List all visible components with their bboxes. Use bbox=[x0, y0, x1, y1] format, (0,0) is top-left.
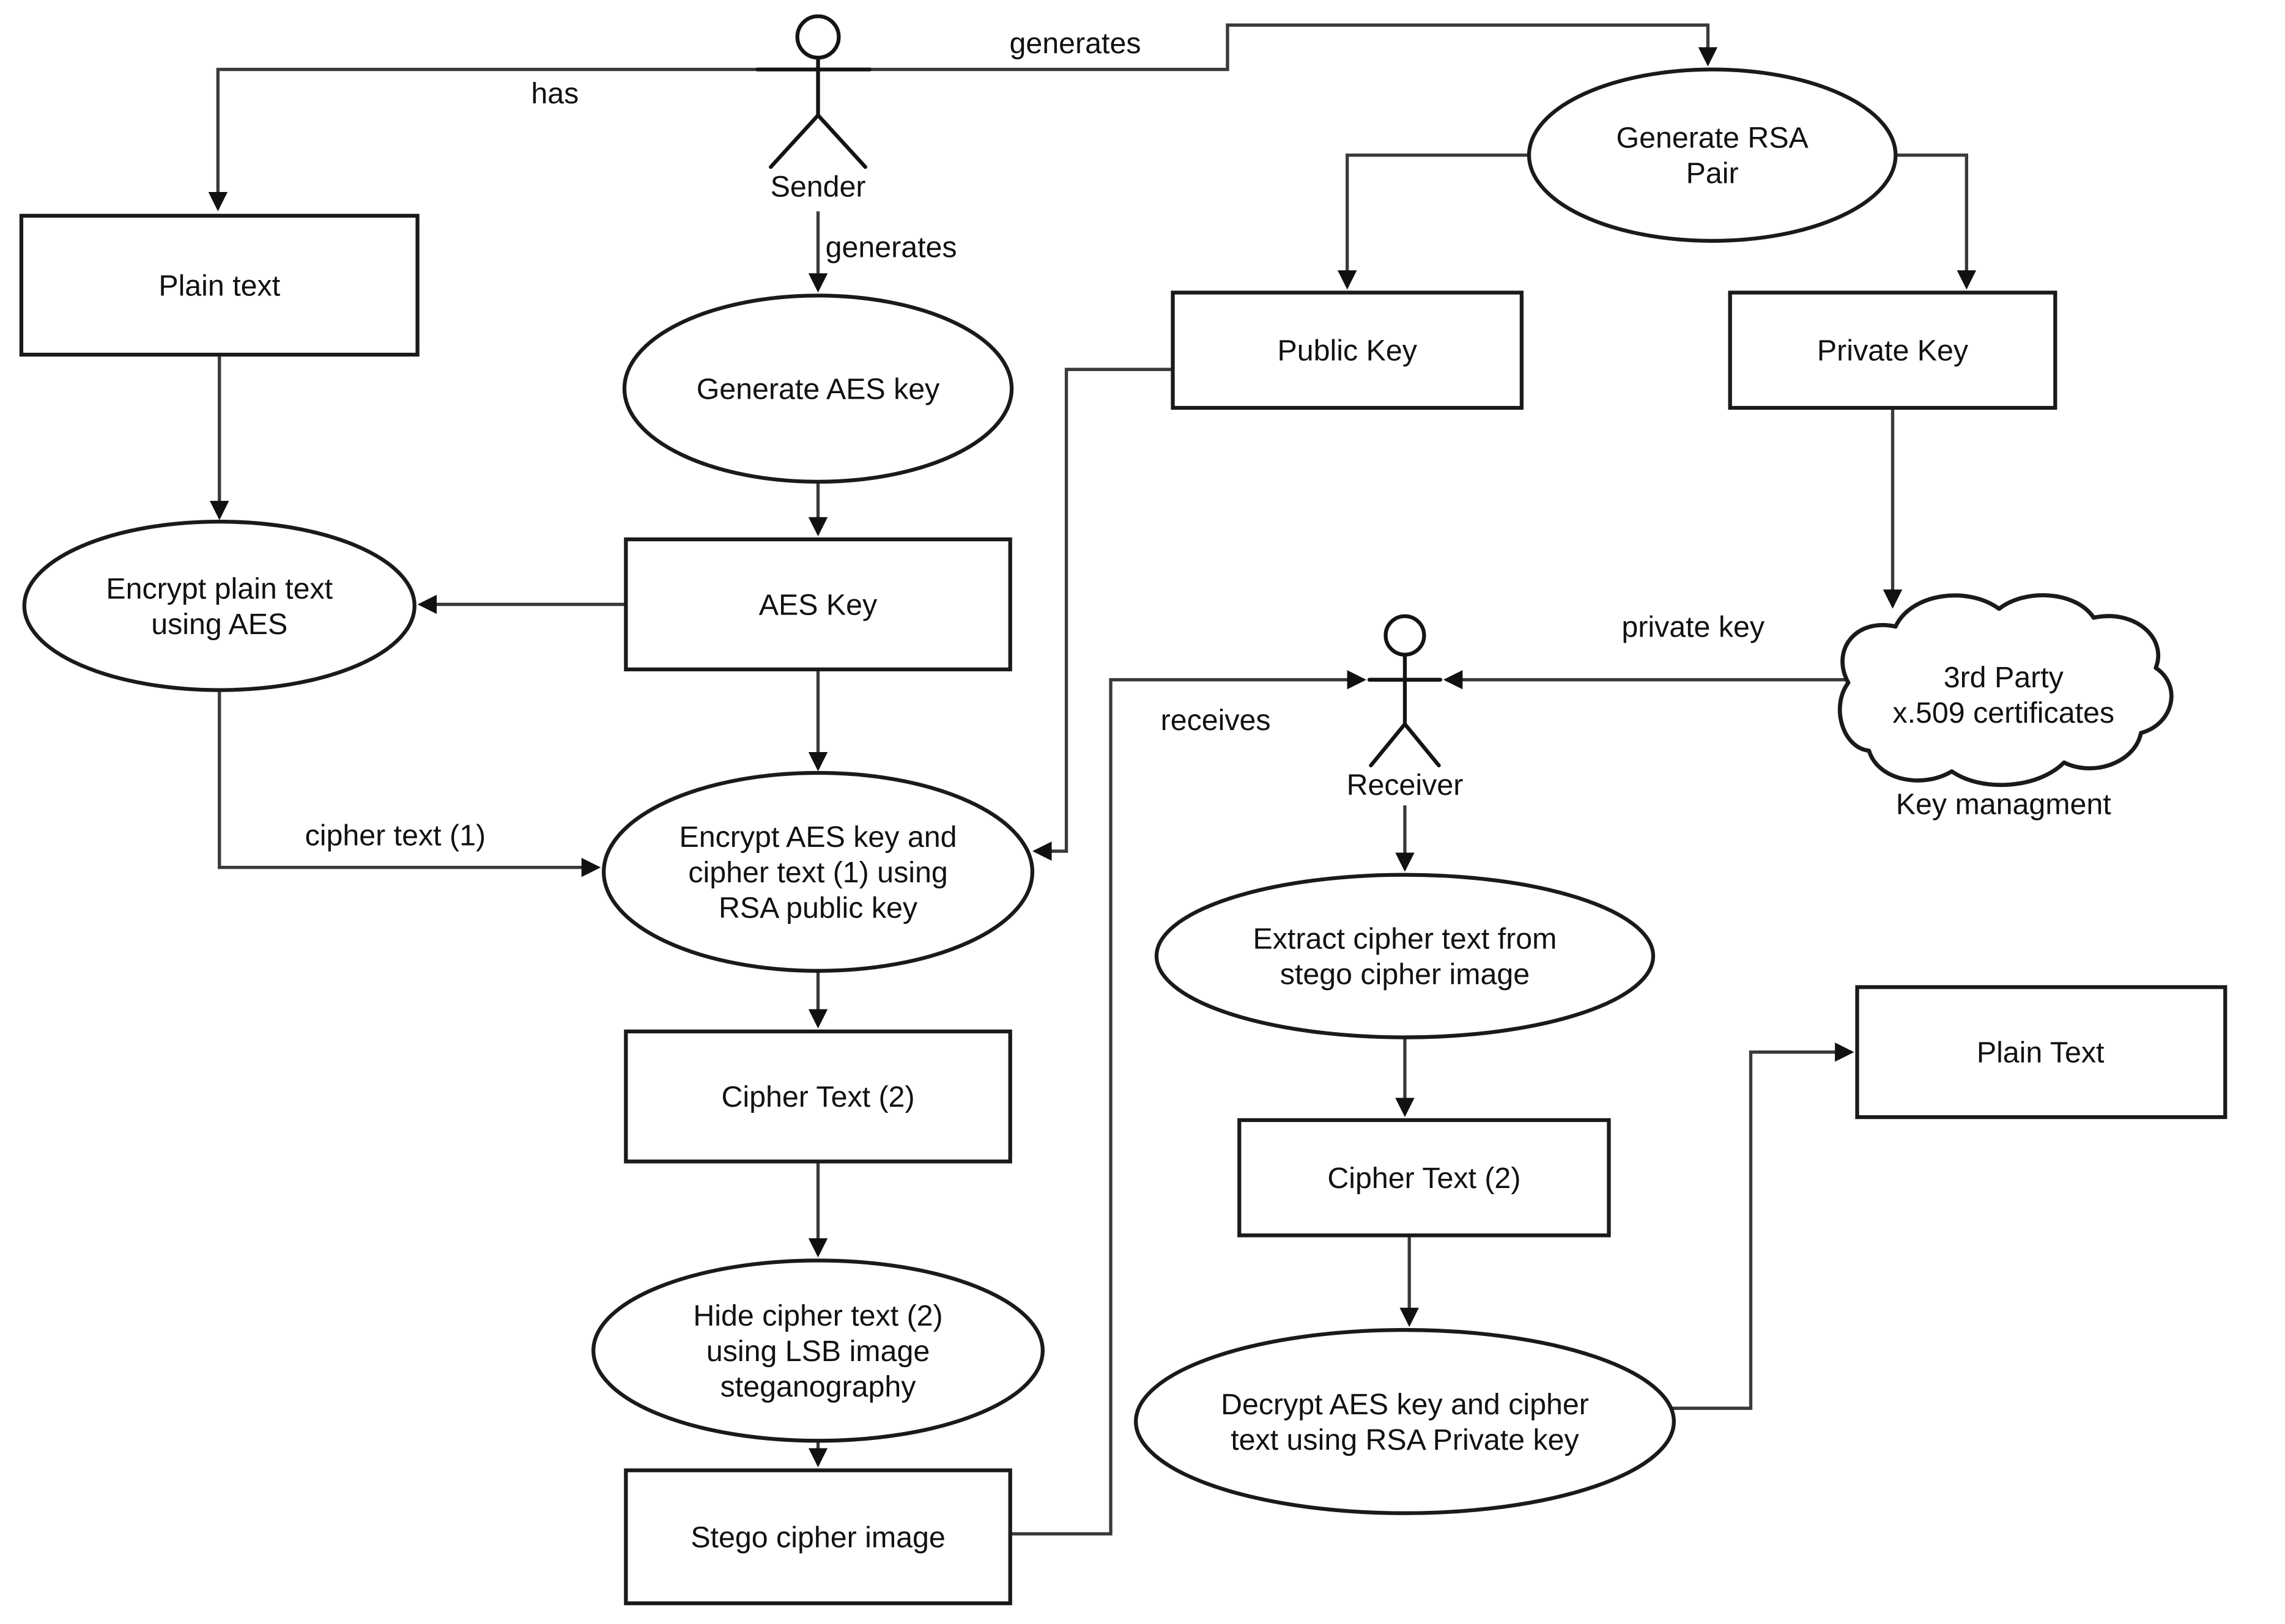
plain-text-left-box bbox=[19, 213, 420, 357]
actor-sender: Sender bbox=[755, 14, 872, 203]
generate-aes-key-label: Generate AES key bbox=[697, 373, 940, 406]
edge-label-generates-down: generates bbox=[826, 231, 957, 264]
hide-lsb-ellipse bbox=[591, 1258, 1045, 1443]
cipher-text-2-right-box bbox=[1237, 1118, 1611, 1238]
edge-label-cipher-text-1: cipher text (1) bbox=[305, 819, 486, 852]
node-aes-key: AES Key bbox=[624, 537, 1012, 671]
edge-rsa-to-publickey bbox=[1338, 153, 1529, 290]
sender-head-icon bbox=[795, 14, 841, 60]
decrypt-rsa-ellipse bbox=[1133, 1327, 1676, 1515]
public-key-label: Public Key bbox=[1278, 334, 1418, 367]
sender-body-icon bbox=[755, 56, 872, 169]
generate-aes-key-ellipse bbox=[622, 293, 1014, 484]
node-cipher-text-2-left: Cipher Text (2) bbox=[624, 1029, 1012, 1164]
key-management-caption: Key managment bbox=[1896, 788, 2111, 821]
cipher-text-2-left-label: Cipher Text (2) bbox=[722, 1080, 915, 1113]
extract-cipher-ellipse bbox=[1154, 873, 1656, 1039]
node-stego-cipher-image: Stego cipher image bbox=[624, 1468, 1012, 1606]
edge-ciphertext1-to-encryptrsa bbox=[218, 690, 601, 877]
receiver-head-icon bbox=[1383, 614, 1426, 657]
cipher-text-2-right-label: Cipher Text (2) bbox=[1327, 1162, 1520, 1195]
encrypt-rsa-ellipse bbox=[601, 770, 1035, 973]
edge-rsa-to-privatekey bbox=[1895, 153, 1977, 290]
aes-key-box bbox=[624, 537, 1012, 671]
node-public-key: Public Key bbox=[1171, 290, 1524, 410]
edge-labels: has generates generates cipher text (1) … bbox=[305, 27, 1765, 852]
private-key-label: Private Key bbox=[1817, 334, 1969, 367]
node-plain-text-left: Plain text bbox=[19, 213, 420, 357]
edge-stego-receives-receiver bbox=[1010, 670, 1367, 1536]
node-private-key: Private Key bbox=[1728, 290, 2057, 410]
sender-label: Sender bbox=[771, 170, 866, 203]
node-plain-text-right: Plain Text bbox=[1855, 985, 2228, 1120]
edge-decrypt-to-plaintextr bbox=[1670, 1043, 1854, 1410]
edge-publickey-to-encryptrsa bbox=[1032, 367, 1173, 861]
node-generate-aes-key: Generate AES key bbox=[622, 293, 1014, 484]
plain-text-right-box bbox=[1855, 985, 2228, 1120]
edge-label-has: has bbox=[531, 77, 579, 110]
cipher-text-2-left-box bbox=[624, 1029, 1012, 1164]
stego-cipher-image-label: Stego cipher image bbox=[691, 1521, 945, 1554]
edge-sender-has-plaintext bbox=[208, 67, 758, 212]
node-cipher-text-2-right: Cipher Text (2) bbox=[1237, 1118, 1611, 1238]
third-party-cloud-shape bbox=[1837, 593, 2174, 788]
actor-receiver: Receiver bbox=[1347, 614, 1464, 802]
plain-text-left-label: Plain text bbox=[158, 269, 280, 302]
stego-cipher-image-box bbox=[624, 1468, 1012, 1606]
private-key-box bbox=[1728, 290, 2057, 410]
edge-label-private-key: private key bbox=[1621, 611, 1765, 644]
edge-sender-generates-rsa bbox=[870, 23, 1718, 72]
edge-label-generates-top: generates bbox=[1010, 27, 1141, 60]
aes-key-label: AES Key bbox=[759, 588, 878, 621]
public-key-box bbox=[1171, 290, 1524, 410]
receiver-label: Receiver bbox=[1347, 769, 1464, 802]
generate-rsa-pair-ellipse bbox=[1527, 67, 1898, 243]
connectors bbox=[208, 23, 1977, 1536]
receiver-body-icon bbox=[1367, 652, 1443, 768]
plain-text-right-label: Plain Text bbox=[1977, 1036, 2105, 1069]
encrypt-plain-text-ellipse bbox=[22, 519, 417, 692]
edge-label-receives: receives bbox=[1161, 704, 1271, 737]
